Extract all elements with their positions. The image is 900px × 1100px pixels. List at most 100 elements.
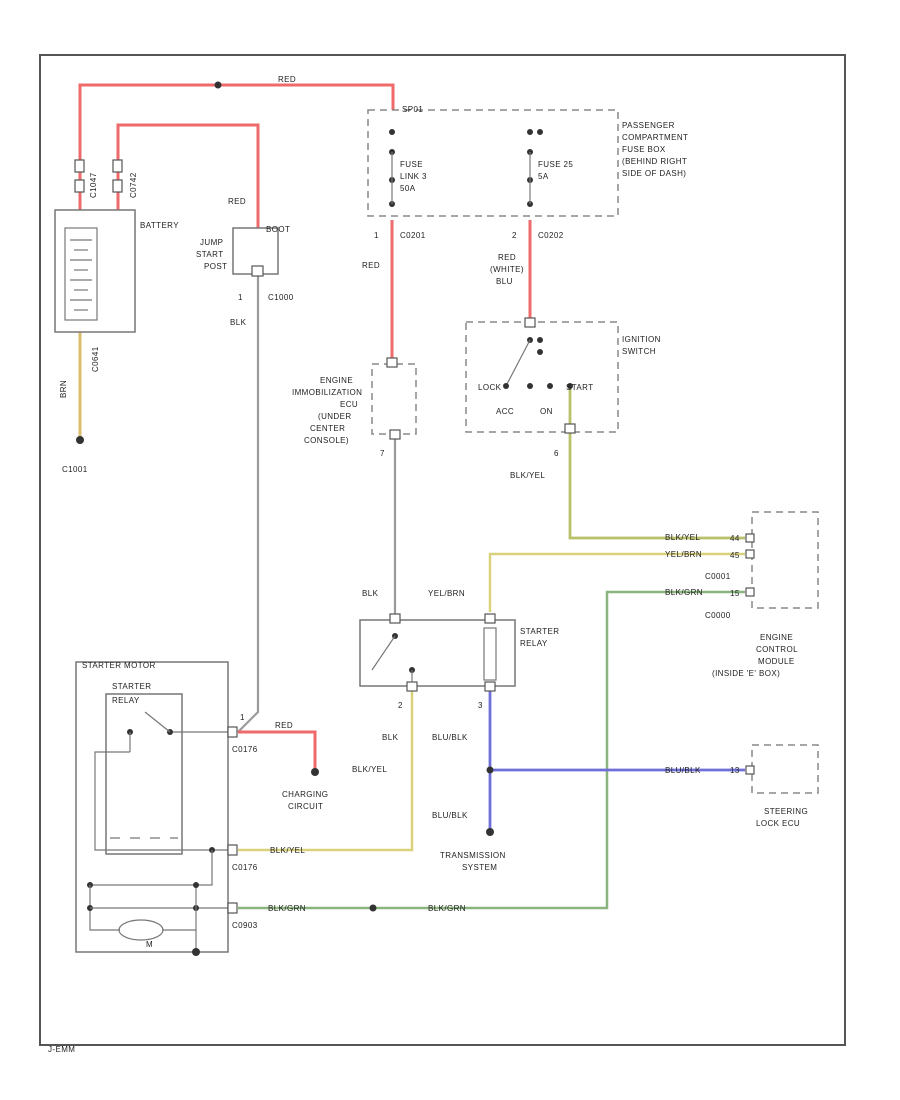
battery-term-a (74, 159, 85, 173)
label-blk-yel-ign: BLK/YEL (510, 471, 545, 480)
label-blk-yel-starter: BLK/YEL (270, 846, 305, 855)
label-immob-6: CONSOLE) (304, 436, 349, 445)
fuse-25 (527, 129, 543, 207)
label-yel-brn-ecm: YEL/BRN (665, 550, 702, 559)
label-battery-conn-1: C1047 (89, 172, 98, 198)
label-red-wht-blu-1: RED (498, 253, 516, 262)
label-red-wht-blu-3: BLU (496, 277, 513, 286)
label-battery: BATTERY (140, 221, 179, 230)
label-blu-blk-steer: BLU/BLK (665, 766, 701, 775)
relay-pin-yelbrn (484, 613, 496, 624)
jump-post-terminal (251, 265, 264, 277)
trans-end-dot (486, 828, 494, 836)
label-pin-13: 13 (730, 766, 740, 775)
label-fusebox-5: SIDE OF DASH) (622, 169, 686, 178)
label-pin-1a: 1 (238, 293, 243, 302)
label-red-charge: RED (275, 721, 293, 730)
battery-term-b (74, 179, 85, 193)
battery-term-c (112, 159, 123, 173)
relay-pin-2 (406, 681, 418, 692)
label-c0001: C0001 (705, 572, 731, 581)
label-starter-motor: STARTER MOTOR (82, 661, 156, 670)
ignition-pin-out (564, 423, 576, 434)
label-fusebox-1: PASSENGER (622, 121, 675, 130)
label-fuse-link-1: FUSE (400, 160, 423, 169)
label-immob-1: ENGINE (320, 376, 353, 385)
ignition-pin-in (524, 317, 536, 328)
label-red-jump: RED (228, 197, 246, 206)
label-charging-1: CHARGING (282, 790, 328, 799)
charging-end-dot (311, 768, 319, 776)
splice-blkgrn (369, 904, 377, 912)
ignition-switch-box (465, 321, 619, 433)
label-pin-3: 3 (478, 701, 483, 710)
label-fusebox-4: (BEHIND RIGHT (622, 157, 687, 166)
label-steering-1: STEERING (764, 807, 808, 816)
label-ign-acc: ACC (496, 407, 514, 416)
label-fusebox-3: FUSE BOX (622, 145, 666, 154)
label-immob-4: (UNDER (318, 412, 352, 421)
wire-yelbrn-ecm-relay (488, 552, 745, 612)
label-charging-2: CIRCUIT (288, 802, 323, 811)
label-pin-44: 44 (730, 534, 740, 543)
label-ign-lock: LOCK (478, 383, 502, 392)
immobilizer-pin-bottom (389, 429, 401, 440)
label-c1001: C1001 (62, 465, 88, 474)
label-pin-7: 7 (380, 449, 385, 458)
label-pin-2a: 2 (512, 231, 517, 240)
label-ign-start: START (566, 383, 593, 392)
label-yel-brn-relay: YEL/BRN (428, 589, 465, 598)
relay-pin-3 (484, 681, 496, 692)
label-brn: BRN (59, 380, 68, 398)
label-pin-15: 15 (730, 589, 740, 598)
label-blk-grn-c0: BLK/GRN (268, 904, 306, 913)
label-fuse-link-2: LINK 3 (400, 172, 427, 181)
label-c0903: C0903 (232, 921, 258, 930)
label-c0176b: C0176 (232, 863, 258, 872)
label-red-wht-blu-2: (WHITE) (490, 265, 524, 274)
wire-red-battery-jumppost (116, 123, 260, 228)
starter-relay-box (359, 619, 516, 687)
steering-lock-pin (745, 765, 755, 775)
starter-motor-pins (227, 726, 238, 914)
label-blk-grn-bottom: BLK/GRN (428, 904, 466, 913)
label-fuse-link-3: 50A (400, 184, 416, 193)
label-relay-1: STARTER (520, 627, 559, 636)
diagram-frame (39, 54, 846, 1046)
wire-red-battery-fusebox (78, 83, 395, 210)
immobilizer-box (371, 363, 417, 435)
label-ecm-3: MODULE (758, 657, 795, 666)
label-blk-yel-out: BLK/YEL (352, 765, 387, 774)
label-relay-2: RELAY (520, 639, 548, 648)
label-c0201: C0201 (400, 231, 426, 240)
fuse-box (367, 109, 619, 217)
battery-cells-frame (64, 227, 98, 321)
battery-term-d (112, 179, 123, 193)
starter-ground-dot (192, 948, 200, 956)
label-motor-m: M (146, 940, 153, 949)
label-red-fuse-out: RED (362, 261, 380, 270)
label-fusebox-2: COMPARTMENT (622, 133, 688, 142)
label-ignition-1: IGNITION (622, 335, 661, 344)
steering-lock-box (751, 744, 819, 794)
starter-relay-inner-box (105, 693, 183, 855)
label-starter-inner-2: RELAY (112, 696, 140, 705)
battery-cells (70, 239, 92, 311)
label-blu-blk-trans: BLU/BLK (432, 811, 468, 820)
wire-blk-jumppost-starter (237, 274, 260, 733)
footer-code: J-EMM (48, 1045, 75, 1054)
label-ignition-2: SWITCH (622, 347, 656, 356)
label-boot: BOOT (266, 225, 290, 234)
label-steering-2: LOCK ECU (756, 819, 800, 828)
label-ecm-1: ENGINE (760, 633, 793, 642)
relay-pin-blk (389, 613, 401, 624)
label-starter-inner-1: STARTER (112, 682, 151, 691)
label-jump-3: POST (204, 262, 227, 271)
label-sp01: SP01 (402, 105, 423, 114)
starter-motor-box (75, 661, 229, 953)
label-battery-neg-conn: C0641 (91, 346, 100, 372)
label-immob-2: IMMOBILIZATION (292, 388, 362, 397)
label-blk-jump: BLK (230, 318, 247, 327)
label-red-top: RED (278, 75, 296, 84)
